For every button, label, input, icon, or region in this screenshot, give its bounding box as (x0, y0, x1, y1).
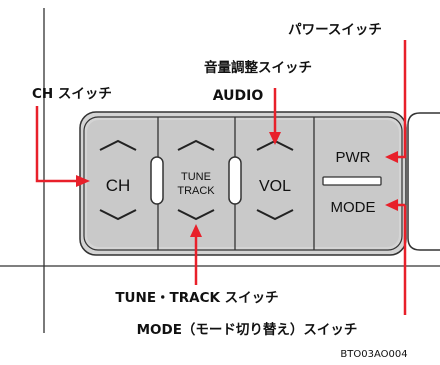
volume-switch-label: 音量調整スイッチ (204, 59, 312, 76)
tune-label: TUNE (181, 171, 211, 183)
power-arrowhead (385, 151, 398, 163)
pwr-mode-button[interactable]: PWR MODE (322, 149, 382, 216)
tune-track-button[interactable]: TUNE TRACK (177, 139, 215, 221)
callout-labels: パワースイッチ 音量調整スイッチ AUDIO CH スイッチ TUNE・TRAC… (32, 22, 408, 360)
track-label: TRACK (177, 185, 215, 197)
indicator-light (322, 176, 382, 186)
mode-label: MODE (331, 199, 376, 216)
ch-switch-label: CH スイッチ (32, 86, 112, 102)
slot-left (150, 156, 164, 205)
ch-arrowhead (76, 175, 90, 187)
vol-label: VOL (259, 178, 291, 195)
dashboard-outline (0, 8, 440, 333)
ch-callout-line (35, 106, 77, 183)
ch-label: CH (106, 176, 131, 195)
audio-label: AUDIO (213, 88, 264, 104)
mode-arrowhead (385, 199, 398, 211)
control-panel (79, 111, 407, 256)
power-switch-label: パワースイッチ (288, 22, 382, 38)
ch-button[interactable]: CH (99, 139, 137, 221)
volume-arrowhead (269, 132, 281, 145)
slot-right (228, 156, 242, 205)
pwr-label: PWR (336, 149, 371, 166)
mode-switch-label: MODE（モード切り替え）スイッチ (137, 321, 358, 338)
power-callout-line (396, 40, 407, 159)
figure-code: BTO03AO004 (340, 349, 407, 360)
tune-arrowhead (190, 224, 202, 237)
tune-track-switch-label: TUNE・TRACK スイッチ (115, 290, 278, 306)
callout-arrows (35, 40, 407, 315)
